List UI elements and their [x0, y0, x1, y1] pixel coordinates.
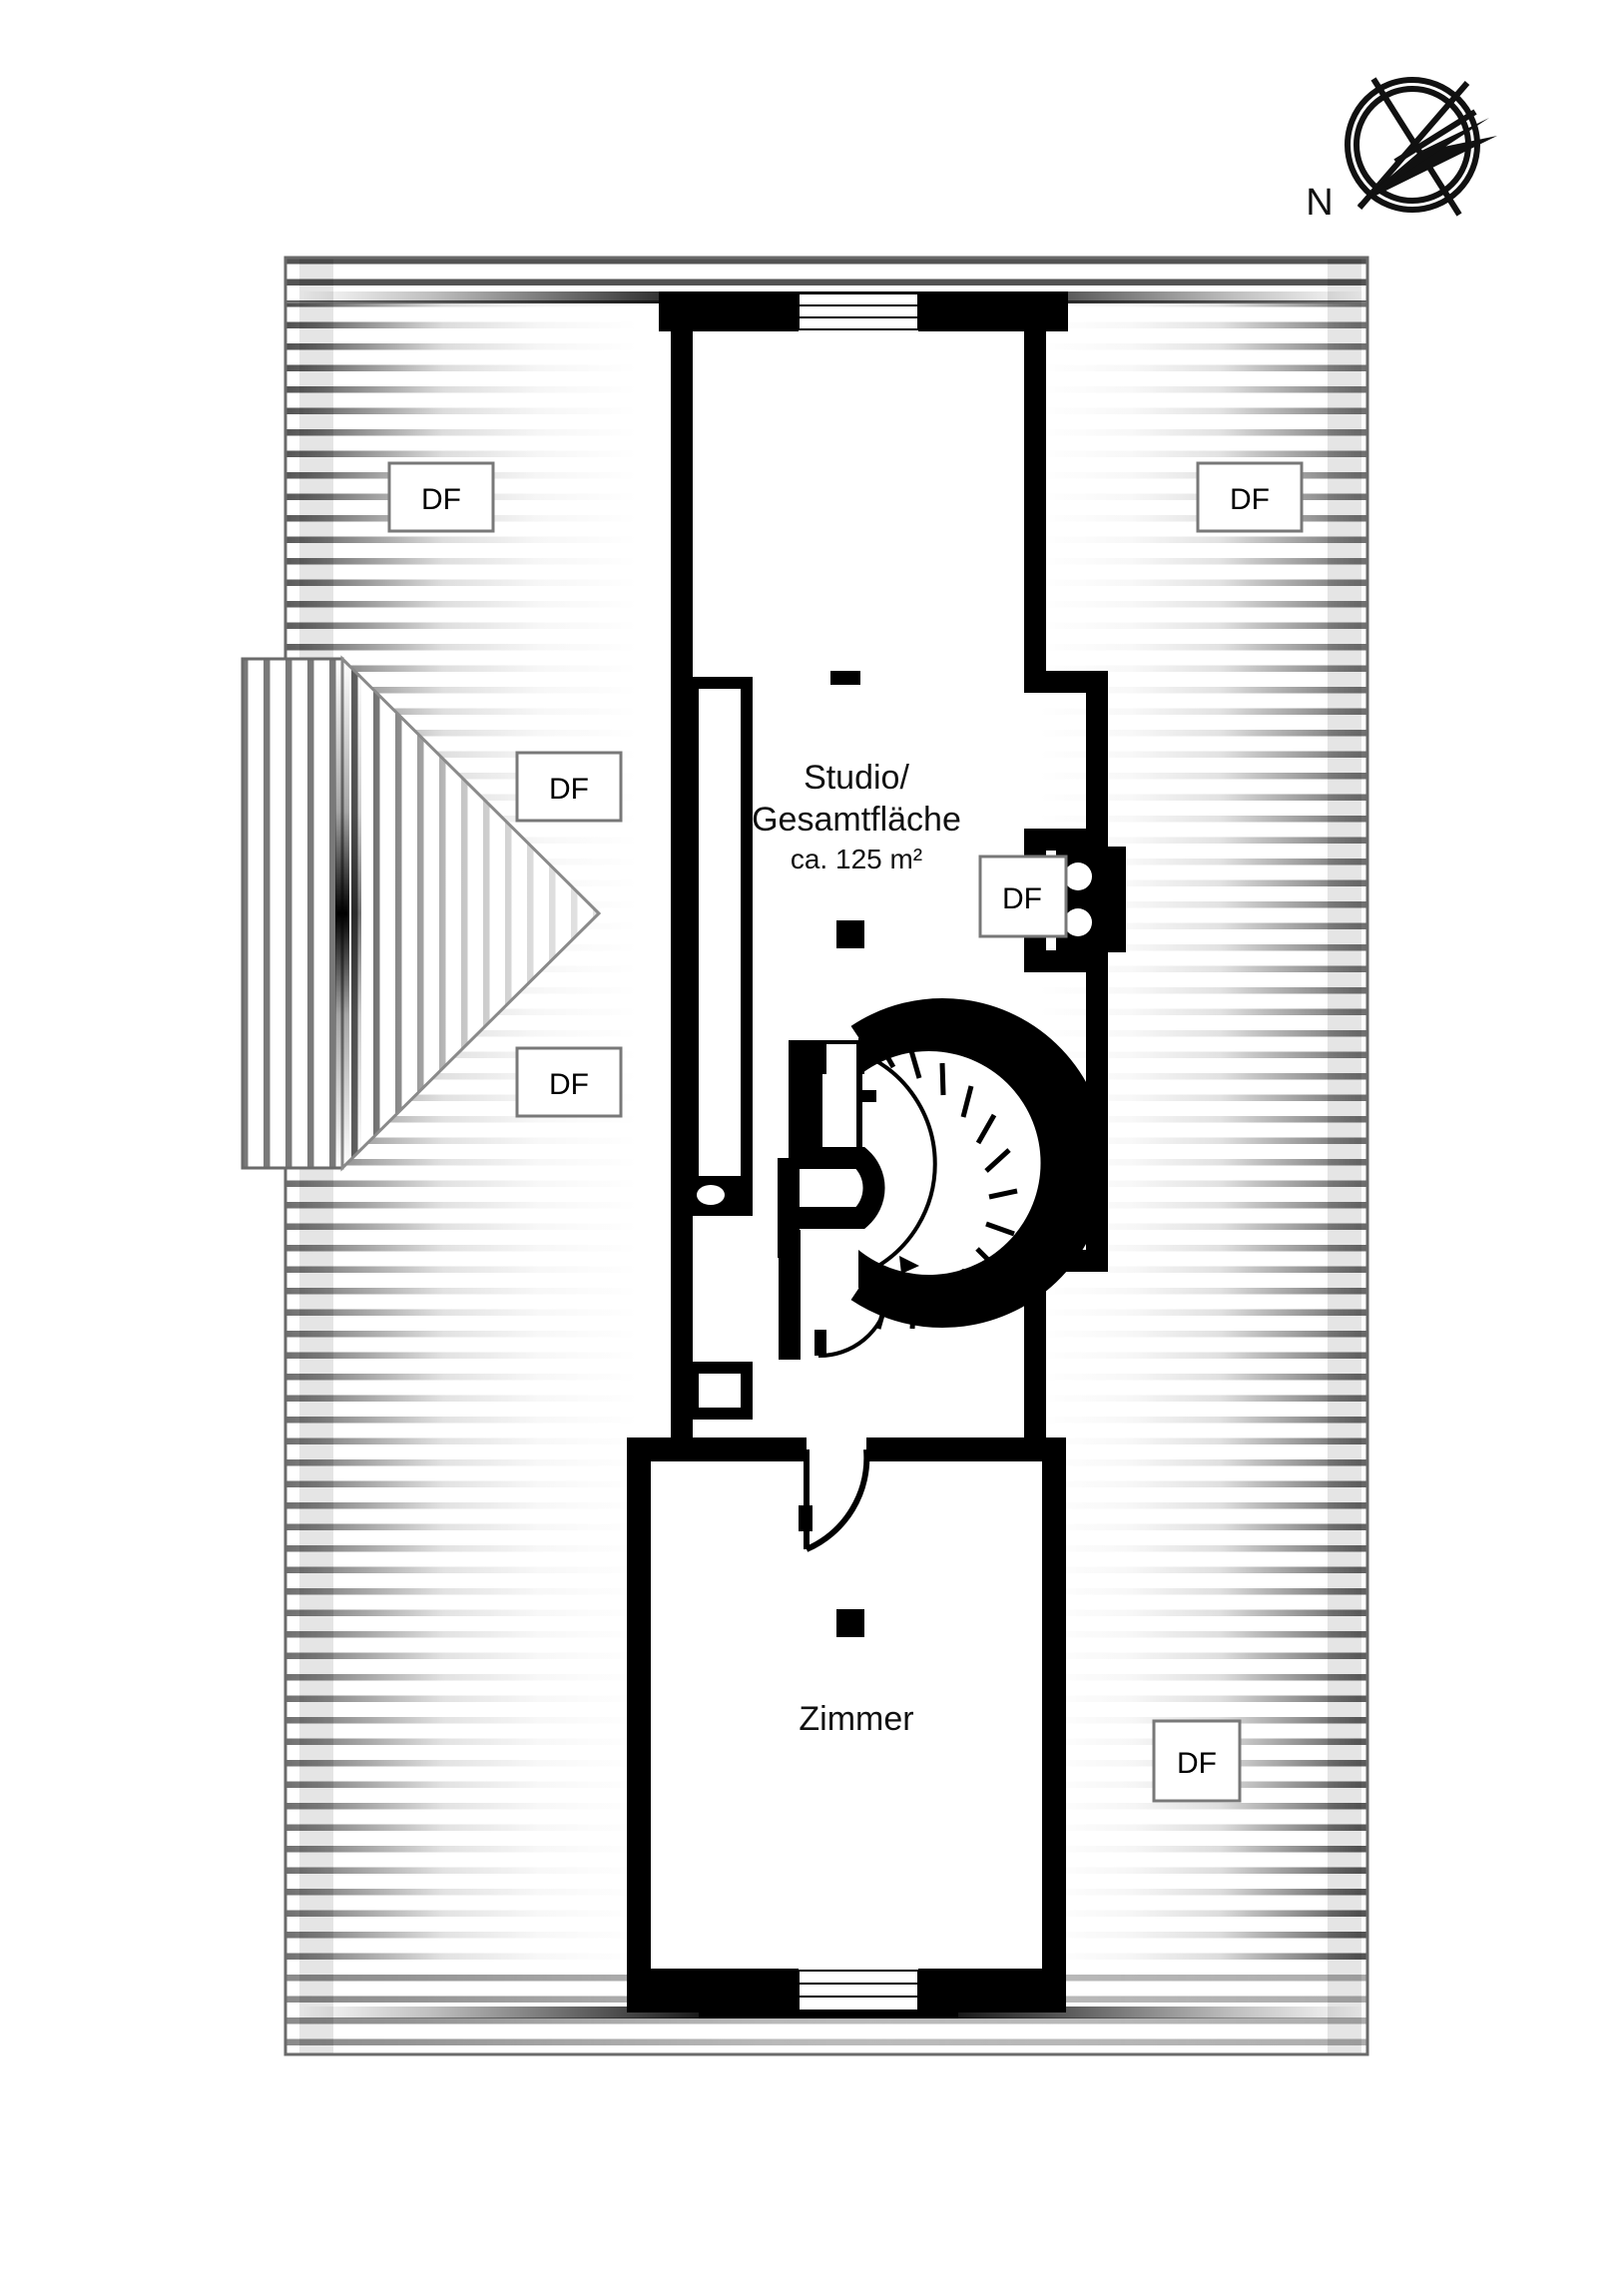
door-hinge [799, 1505, 812, 1531]
compass-needle [1357, 136, 1497, 205]
df-tag-1: DF [387, 461, 495, 533]
df-tag-3: DF [515, 751, 623, 823]
df-tag-6: DF [1152, 1719, 1242, 1803]
door-stair [814, 1297, 890, 1359]
spiral-staircase [778, 998, 1108, 1360]
studio-label-line2: Gesamtfläche [752, 801, 961, 839]
df-tag-4-label: DF [549, 1068, 589, 1101]
studio-area-label: ca. 125 m² [791, 844, 922, 874]
post-symbol-1 [830, 671, 860, 685]
stair-stringer [779, 1230, 801, 1360]
closet-room [687, 677, 753, 1216]
window-bottom-wall [798, 1970, 919, 2011]
north-arrow: N [1306, 77, 1497, 224]
dormer-ridge [335, 659, 349, 1168]
stair-inner-arc [870, 1056, 937, 1272]
wall-top-left [659, 291, 799, 331]
df-tag-5-label: DF [1002, 882, 1042, 915]
wall-top-right [918, 291, 1068, 331]
df-tag-6-label: DF [1177, 1747, 1217, 1780]
stair-newel [860, 1090, 876, 1102]
door-zimmer [799, 1448, 870, 1552]
zimmer-walls [627, 1437, 1066, 2012]
compass-north-label: N [1306, 182, 1333, 224]
roof-eave-right [1328, 258, 1361, 2054]
studio-room-label: Studio/ Gesamtfläche ca. 125 m² [752, 759, 961, 874]
building-walls [627, 291, 1108, 2012]
df-tag-1-label: DF [421, 483, 461, 516]
dormer-ridge-soft [351, 659, 361, 1168]
studio-label-line1: Studio/ [804, 759, 909, 797]
df-tag-5: DF [978, 855, 1068, 938]
stair-ring [850, 998, 1108, 1328]
post-symbol-3 [836, 1609, 864, 1637]
compass-needle-2 [1357, 118, 1489, 205]
stair-direction-arrow [899, 1256, 919, 1274]
df-tag-2: DF [1196, 461, 1304, 533]
window-top-wall [798, 292, 919, 330]
df-tag-3-label: DF [549, 773, 589, 806]
roof-left-plane [285, 258, 637, 2054]
flue-hole-2 [1064, 908, 1092, 936]
flue-hole-1 [1064, 862, 1092, 890]
stair-landing-edge [856, 1044, 862, 1152]
df-tag-4: DF [515, 1046, 623, 1118]
stair-core [789, 1147, 885, 1229]
sink-bowl [697, 1185, 725, 1205]
chimney-flue [1056, 847, 1126, 952]
stair-outer-wall [858, 1013, 1091, 1313]
df-tag-2-label: DF [1230, 483, 1270, 516]
post-symbol-2 [836, 920, 864, 948]
alcove-niche [687, 1362, 753, 1420]
zimmer-label: Zimmer [799, 1700, 913, 1738]
